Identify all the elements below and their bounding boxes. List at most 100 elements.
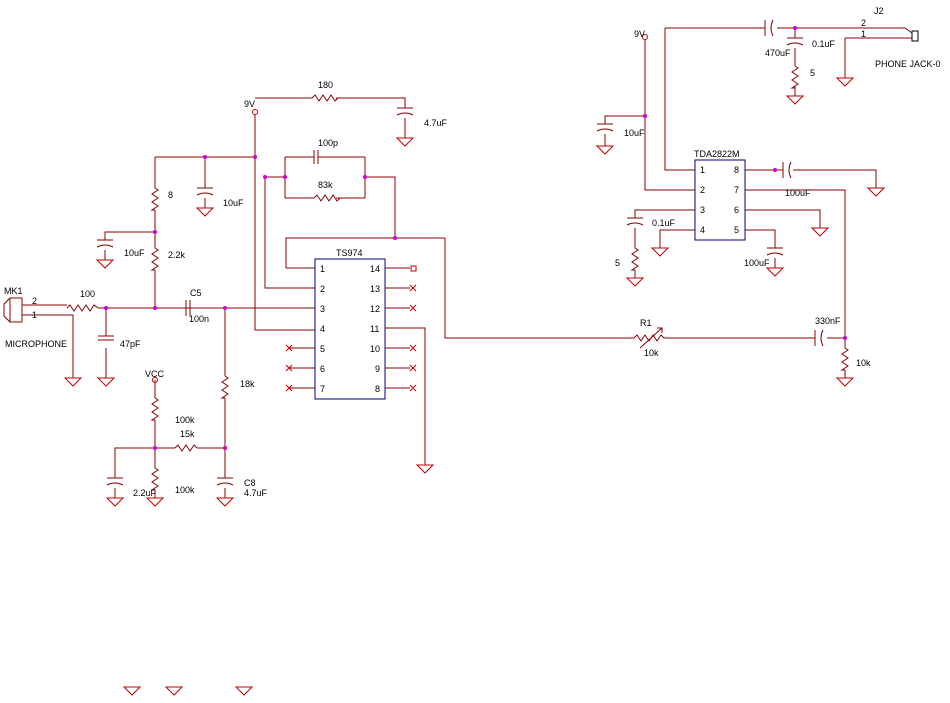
capacitor-10uf-b[interactable] xyxy=(196,187,214,196)
tda-pin-4: 4 xyxy=(700,225,705,235)
capacitor-c5[interactable] xyxy=(180,300,196,316)
label-c-47p: 47pF xyxy=(120,339,141,349)
capacitor-47pf[interactable] xyxy=(98,335,114,341)
tda-name: TDA2822M xyxy=(694,149,740,159)
potentiometer-arrow xyxy=(639,327,663,349)
ts974-pin-1: 1 xyxy=(320,264,325,274)
tda-pin-6: 6 xyxy=(734,205,739,215)
net-label-9v-left: 9V xyxy=(244,99,255,109)
label-r-15k: 15k xyxy=(180,429,195,439)
capacitor-2u2[interactable] xyxy=(106,477,124,486)
resistors xyxy=(66,65,849,491)
label-c-0u1-b: 0.1uF xyxy=(812,39,836,49)
capacitor-10uf-c[interactable] xyxy=(596,123,614,132)
resistor-18k[interactable] xyxy=(220,375,229,399)
capacitor-100uf-a[interactable] xyxy=(782,161,792,179)
tda-pin-5: 5 xyxy=(734,225,739,235)
ground-symbols xyxy=(63,77,886,696)
resistor-83k[interactable] xyxy=(313,194,341,202)
ts974-pin-4: 4 xyxy=(320,324,325,334)
mic-ref: MK1 xyxy=(4,286,23,296)
resistor-5-right[interactable] xyxy=(790,65,799,89)
resistor-100[interactable] xyxy=(66,304,99,312)
label-r-10k: 10k xyxy=(856,358,871,368)
label-r-180: 180 xyxy=(318,80,333,90)
resistor-15k[interactable] xyxy=(174,444,198,452)
ts974-pin-11: 11 xyxy=(370,324,379,334)
ts974-pin-8: 8 xyxy=(375,384,380,394)
resistor-100k-upper[interactable] xyxy=(150,397,159,421)
capacitor-470uf[interactable] xyxy=(764,19,774,37)
label-r-2k2: 2.2k xyxy=(168,250,186,260)
label-r-100: 100 xyxy=(80,289,95,299)
ts974-pin-14: 14 xyxy=(370,264,380,274)
label-r-83k: 83k xyxy=(318,180,333,190)
wires xyxy=(22,27,877,498)
ts974-name: TS974 xyxy=(336,248,363,258)
tda-pin-2: 2 xyxy=(700,185,705,195)
resistor-8[interactable] xyxy=(150,187,159,211)
label-c-100u-b: 100uF xyxy=(744,258,770,268)
label-c-4u7-a: 4.7uF xyxy=(424,118,448,128)
resistor-2k2[interactable] xyxy=(150,247,159,271)
ts974-pin-7: 7 xyxy=(320,384,325,394)
microphone[interactable]: MK1 MICROPHONE 2 1 xyxy=(3,286,67,349)
label-r-100k-a: 100k xyxy=(175,415,195,425)
label-c8-value: 4.7uF xyxy=(244,488,268,498)
capacitor-0u1-a[interactable] xyxy=(626,217,644,226)
label-c-470u: 470uF xyxy=(765,48,791,58)
jack-pin-1: 1 xyxy=(861,29,866,39)
resistor-r1[interactable] xyxy=(633,334,665,342)
ic-ts974[interactable]: TS974 1 2 3 4 5 6 7 14 13 12 11 10 9 8 xyxy=(285,248,417,400)
label-c-10u-c: 10uF xyxy=(624,128,645,138)
net-label-9v-right: 9V xyxy=(634,29,645,39)
jack-name: PHONE JACK-0 xyxy=(875,59,941,69)
label-r-100k-b: 100k xyxy=(175,485,195,495)
capacitor-330nf[interactable] xyxy=(814,329,824,347)
label-c5-value: 100n xyxy=(189,314,209,324)
capacitor-4u7-a[interactable] xyxy=(396,107,414,116)
mic-pin-2: 2 xyxy=(32,296,37,306)
label-c-10u-a: 10uF xyxy=(124,248,145,258)
net-label-vcc: VCC xyxy=(145,369,165,379)
label-c-100u-a: 100uF xyxy=(785,188,811,198)
ts974-pin-13: 13 xyxy=(370,284,380,294)
tda-pin-7: 7 xyxy=(734,185,739,195)
capacitors xyxy=(96,19,824,486)
resistor-180[interactable] xyxy=(311,94,339,102)
capacitor-0u1-b[interactable] xyxy=(786,37,804,46)
label-c-330n: 330nF xyxy=(815,316,841,326)
label-c-10u-b: 10uF xyxy=(223,198,244,208)
power-ports: 9V 9V VCC xyxy=(145,29,648,383)
resistor-5-left[interactable] xyxy=(630,247,639,271)
ts974-pin-6: 6 xyxy=(320,364,325,374)
phone-jack[interactable]: J2 PHONE JACK-0 2 1 xyxy=(861,6,941,69)
ts974-pin-2: 2 xyxy=(320,284,325,294)
label-r-5-a: 5 xyxy=(615,258,620,268)
mic-pin-1: 1 xyxy=(32,310,37,320)
junction-dots xyxy=(104,26,847,450)
tda-pin-1: 1 xyxy=(700,165,705,175)
tda-pin-8: 8 xyxy=(734,165,739,175)
label-c-0u1-a: 0.1uF xyxy=(652,218,676,228)
tda-pin-3: 3 xyxy=(700,205,705,215)
resistor-10k[interactable] xyxy=(840,347,849,371)
capacitor-100p[interactable] xyxy=(313,150,326,164)
label-r-8: 8 xyxy=(168,190,173,200)
ts974-pin-3: 3 xyxy=(320,304,325,314)
ts974-pin-10: 10 xyxy=(370,344,380,354)
jack-pin-2: 2 xyxy=(861,18,866,28)
ic-tda2822m[interactable]: TDA2822M 1 2 3 4 8 7 6 5 xyxy=(694,149,746,241)
resistor-100k-lower[interactable] xyxy=(150,467,159,491)
capacitor-10uf-a[interactable] xyxy=(96,239,114,248)
component-labels: 100 47pF 10uF 8 10uF 2.2k 180 4.7uF 100p… xyxy=(80,39,871,498)
label-r-18k: 18k xyxy=(240,379,255,389)
capacitor-c8[interactable] xyxy=(216,477,234,486)
label-r1-ref: R1 xyxy=(640,318,652,328)
ts974-pin-12: 12 xyxy=(370,304,380,314)
capacitor-100uf-b[interactable] xyxy=(766,247,784,256)
jack-ref: J2 xyxy=(874,6,884,16)
label-c-100p: 100p xyxy=(318,138,338,148)
mic-name: MICROPHONE xyxy=(5,339,67,349)
